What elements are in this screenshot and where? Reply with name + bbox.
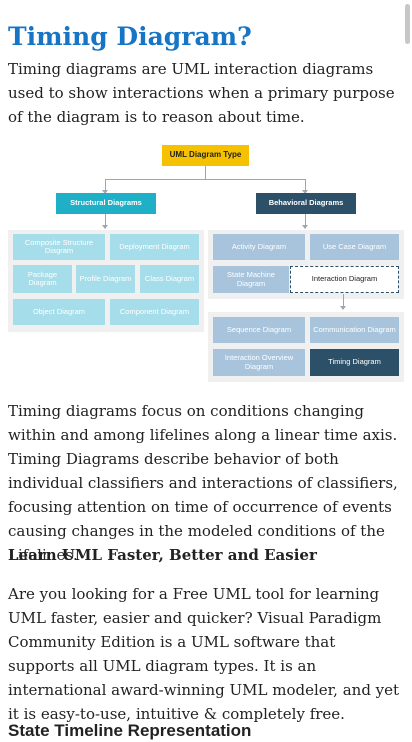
interaction-overview-diagram-box: Interaction Overview Diagram <box>213 349 305 376</box>
connector-line <box>105 179 305 180</box>
class-diagram-box: Class Diagram <box>140 265 199 293</box>
connector-line <box>105 214 106 226</box>
arrow-head <box>302 225 308 229</box>
component-diagram-box: Component Diagram <box>110 299 199 325</box>
arrow-head <box>102 225 108 229</box>
behavioral-diagrams-box: Behavioral Diagrams <box>256 193 356 214</box>
description-paragraph: Timing diagrams focus on conditions chan… <box>8 402 398 564</box>
uml-diagram-type-box: UML Diagram Type <box>162 145 249 166</box>
use-case-diagram-box: Use Case Diagram <box>310 234 399 260</box>
interaction-diagram-box: Interaction Diagram <box>290 266 399 293</box>
structural-diagrams-box: Structural Diagrams <box>56 193 156 214</box>
connector-line <box>105 179 106 191</box>
page-title: Timing Diagram? <box>8 22 252 51</box>
promo-paragraph: Are you looking for a Free UML tool for … <box>8 585 400 723</box>
timing-diagram-box: Timing Diagram <box>310 349 399 376</box>
arrow-head <box>302 190 308 194</box>
promo-heading: Learn UML Faster, Better and Easier <box>8 546 317 564</box>
arrow-head <box>340 306 346 310</box>
deployment-diagram-box: Deployment Diagram <box>110 234 199 260</box>
intro-paragraph: Timing diagrams are UML interaction diag… <box>8 60 395 126</box>
activity-diagram-box: Activity Diagram <box>213 234 305 260</box>
connector-line <box>343 294 344 307</box>
profile-diagram-box: Profile Diagram <box>76 265 135 293</box>
scrollbar-thumb[interactable] <box>405 4 410 44</box>
connector-line <box>305 179 306 191</box>
uml-diagram-types-figure: UML Diagram Type Structural Diagrams Beh… <box>8 142 404 384</box>
communication-diagram-box: Communication Diagram <box>310 317 399 343</box>
sequence-diagram-box: Sequence Diagram <box>213 317 305 343</box>
section-heading: State Timeline Representation <box>8 721 252 740</box>
arrow-head <box>102 190 108 194</box>
package-diagram-box: Package Diagram <box>13 265 72 293</box>
object-diagram-box: Object Diagram <box>13 299 105 325</box>
state-machine-diagram-box: State Machine Diagram <box>213 266 289 293</box>
connector-line <box>305 214 306 226</box>
connector-line <box>205 166 206 179</box>
composite-structure-diagram-box: Composite Structure Diagram <box>13 234 105 260</box>
